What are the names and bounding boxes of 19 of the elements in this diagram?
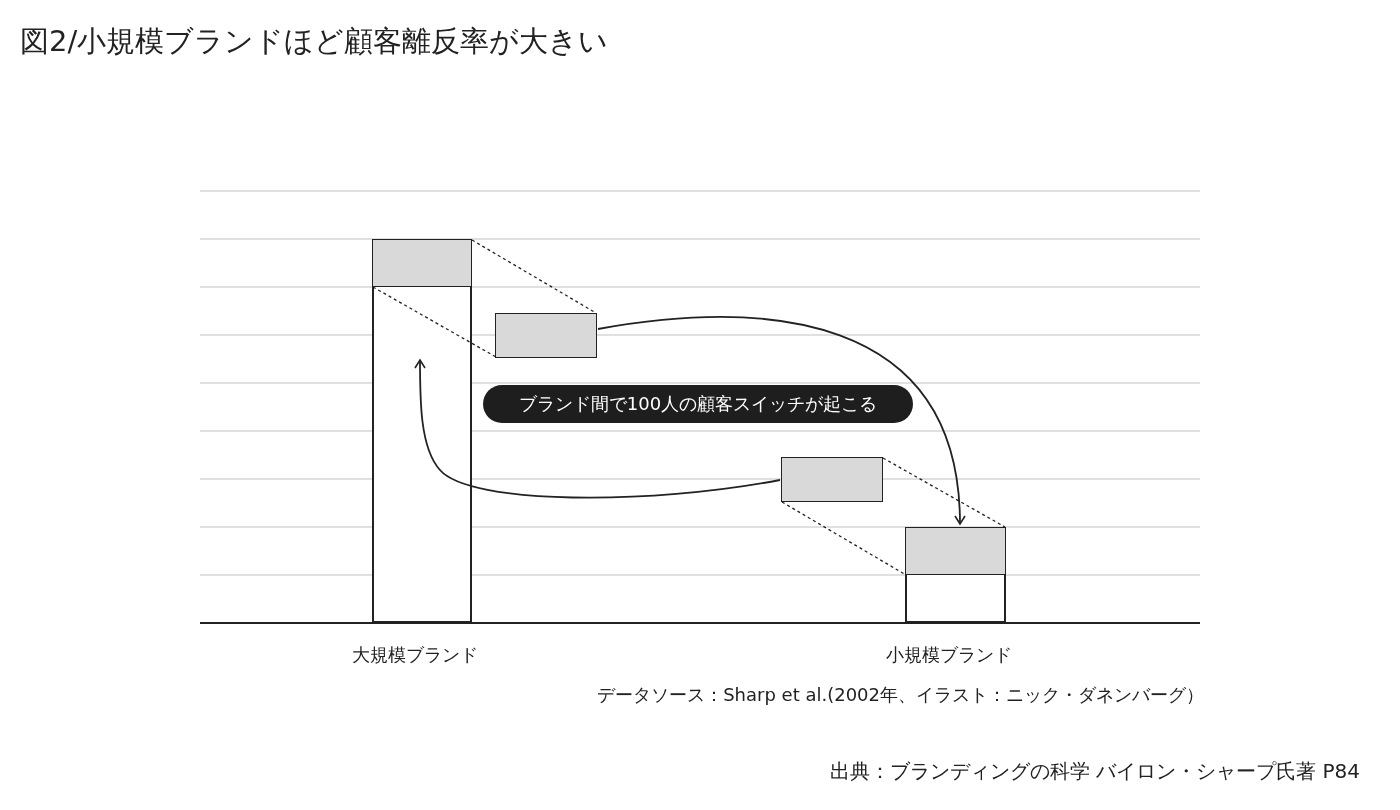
title: 図2/小規模ブランドほど顧客離反率が大きい xyxy=(20,23,609,60)
bar xyxy=(905,527,1006,623)
callout-text: ブランド間で100人の顧客スイッチが起こる xyxy=(518,392,878,416)
shaded-box xyxy=(495,313,597,358)
shaded-segment xyxy=(905,527,1006,575)
axis-label: 小規模ブランド xyxy=(886,643,1012,667)
dotted-line xyxy=(471,239,597,314)
source-note: データソース：Sharp et al.(2002年、イラスト：ニック・ダネンバーグ） xyxy=(597,683,1204,707)
axis-label: 大規模ブランド xyxy=(352,643,478,667)
label-pill xyxy=(483,385,913,423)
curved-arrow xyxy=(597,316,966,525)
dotted-line xyxy=(372,286,497,358)
bar xyxy=(372,239,472,623)
dotted-line xyxy=(882,457,1006,528)
shaded-segment xyxy=(372,239,472,287)
caption: 出典：ブランディングの科学 バイロン・シャープ氏著 P84 xyxy=(829,758,1360,785)
curved-arrow xyxy=(414,359,781,499)
dotted-line xyxy=(781,501,907,576)
shaded-box xyxy=(781,457,883,502)
